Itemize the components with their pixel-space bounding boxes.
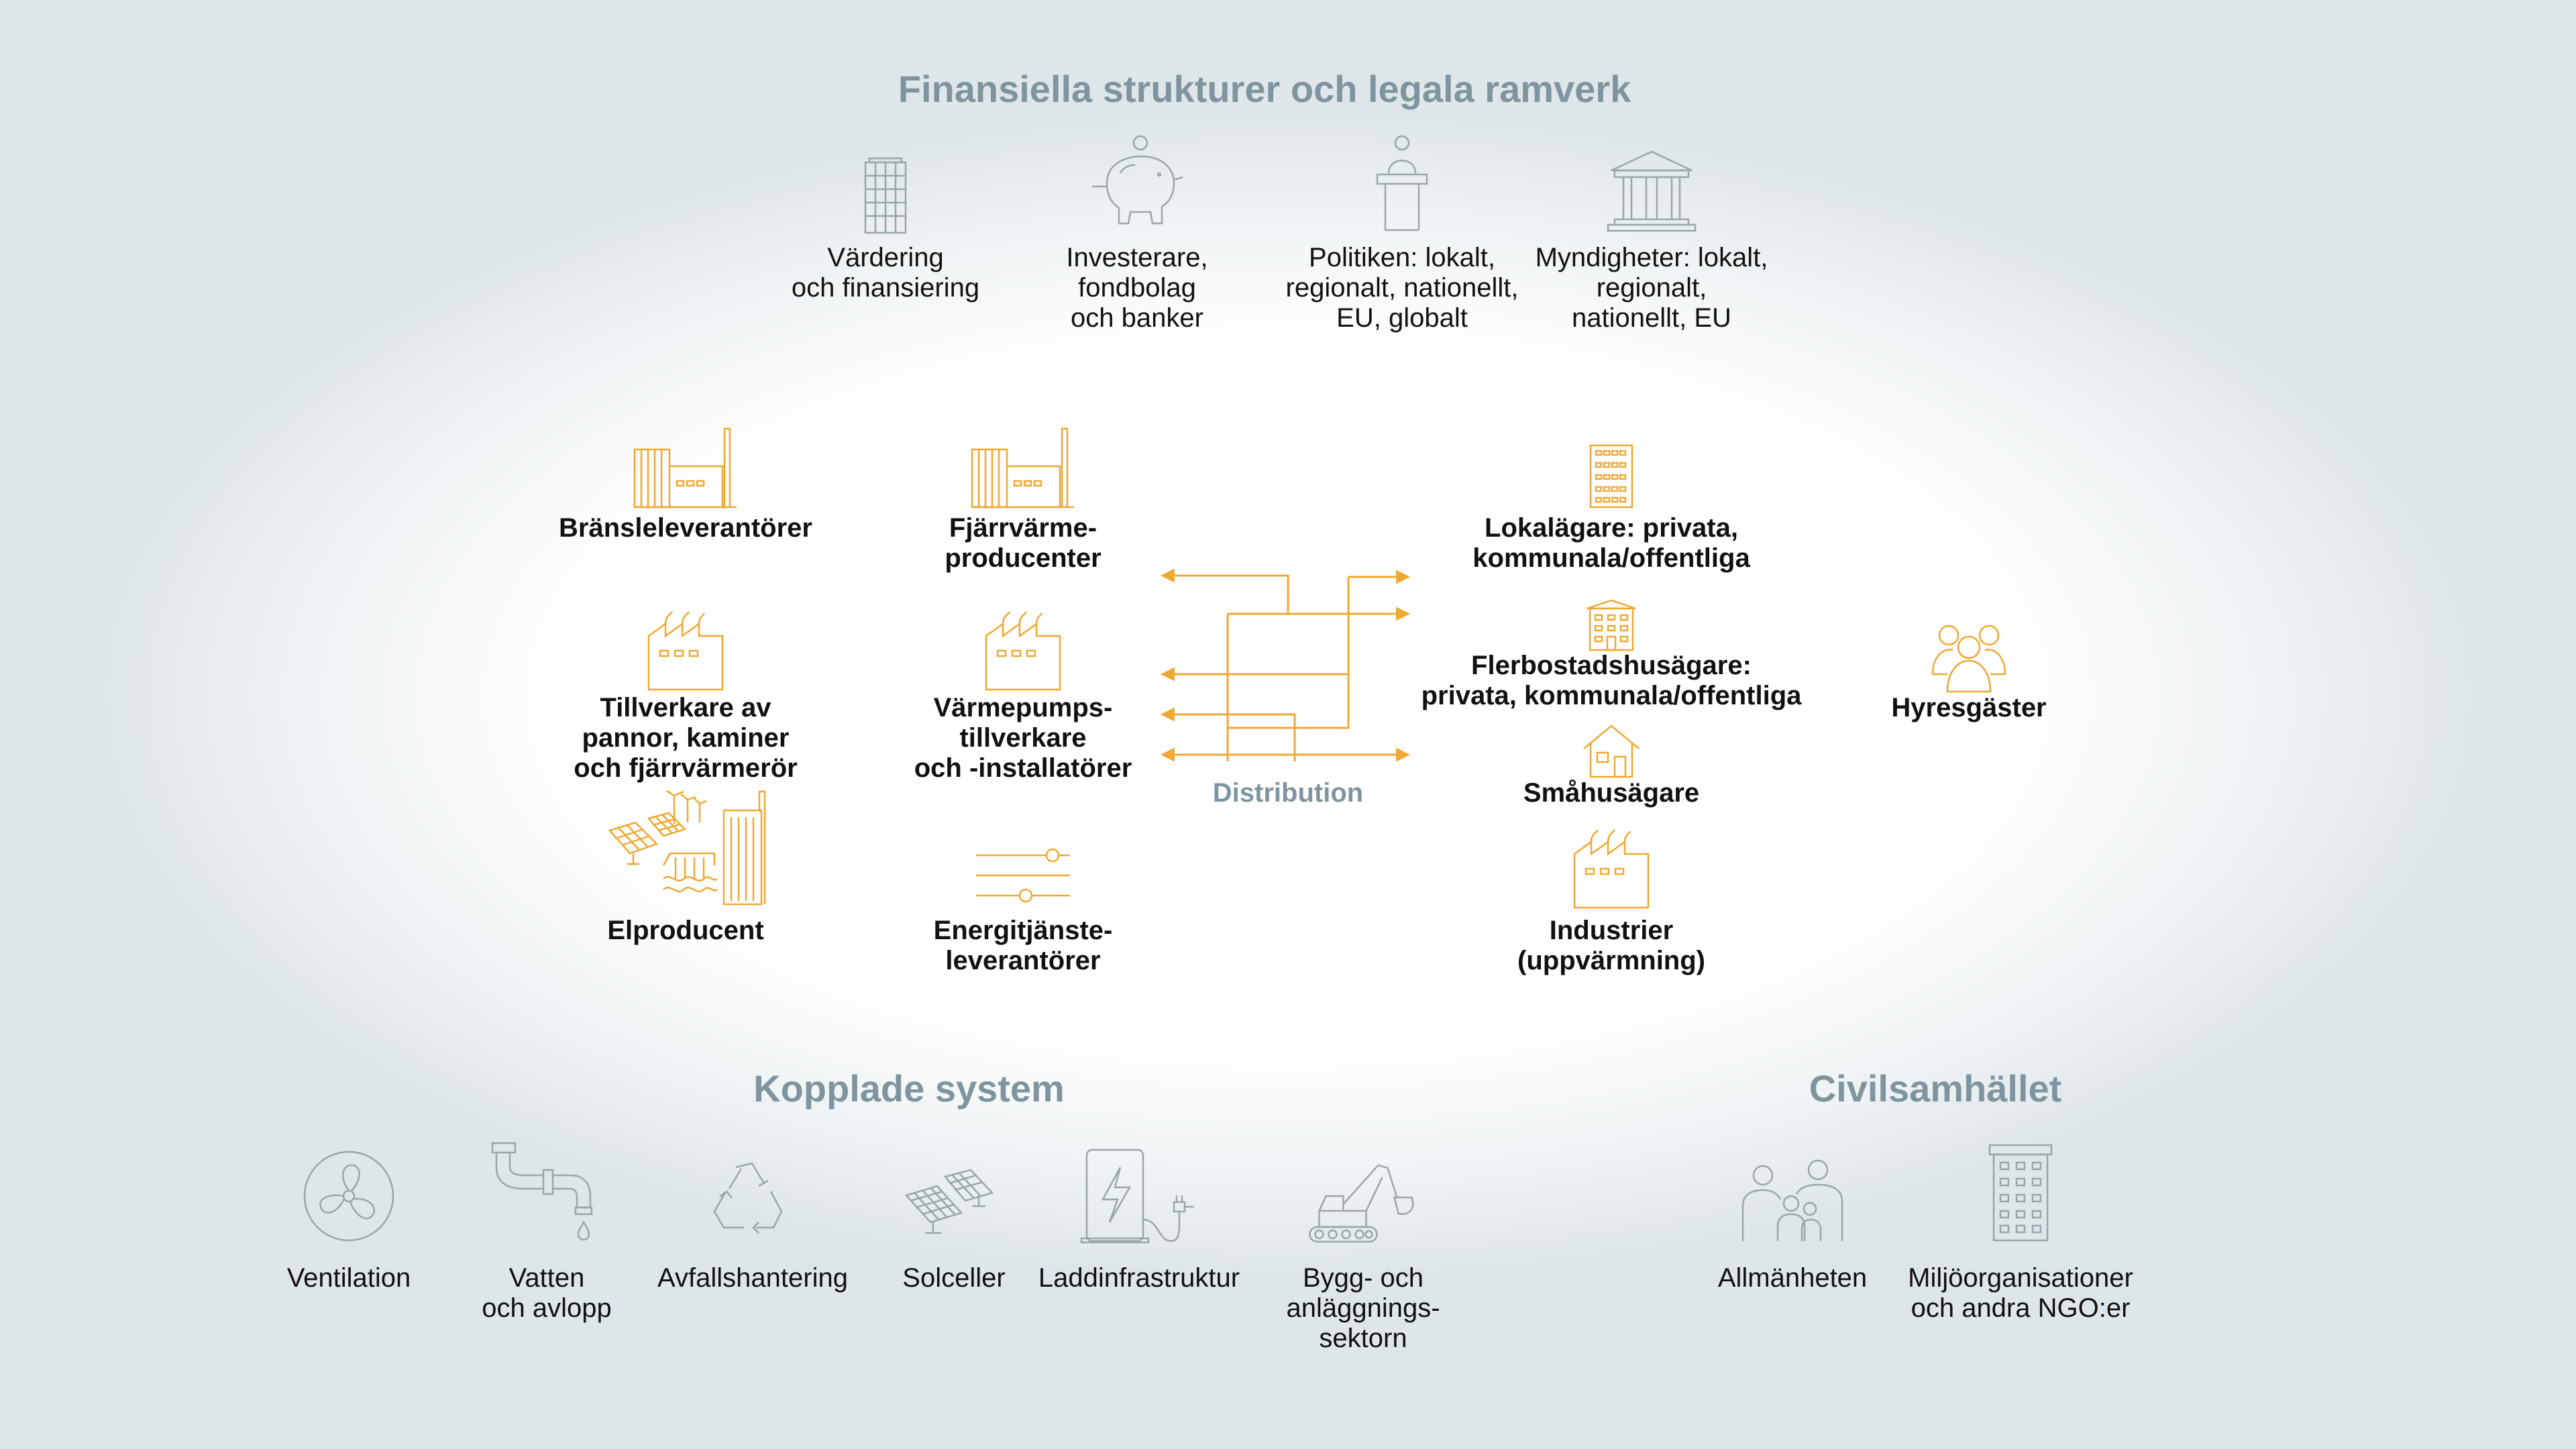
label-hyresgaster: Hyresgäster [1891,693,2047,722]
label-avfallshantering: Avfallshantering [657,1263,848,1293]
label-industrier: Industrier(uppvärmning) [1517,916,1705,975]
label-elproducent: Elproducent [607,916,764,945]
charging-station-icon [1079,1147,1199,1244]
apartment-building-icon [1585,599,1638,653]
office-building-icon [1987,1142,2054,1243]
water-pipe-icon [490,1140,604,1244]
factory-icon [645,609,726,693]
tall-building-icon [1588,443,1635,510]
label-lokalagare: Lokalägare: privata,kommunala/offentliga [1472,513,1750,573]
podium-speaker-icon [1372,133,1432,233]
label-laddinfrastruktur: Laddinfrastruktur [1038,1263,1240,1293]
ventilation-fan-icon [302,1149,396,1243]
people-group-icon [1929,621,2009,694]
label-smahusagare: Småhusägare [1523,778,1700,808]
label-myndigheter: Myndigheter: lokalt,regionalt,nationellt… [1535,243,1768,333]
heading-finance: Finansiella strukturer och legala ramver… [898,68,1631,110]
factory-chimney-icon [632,426,739,510]
sliders-icon [973,842,1073,909]
factory-chimney-icon [969,426,1077,510]
heading-coupled: Kopplade system [753,1067,1065,1110]
label-ventilation: Ventilation [286,1263,411,1293]
recycle-icon [709,1161,796,1241]
solar-panel-icon [904,1166,1004,1240]
power-generation-icon [602,790,769,908]
label-solceller: Solceller [902,1263,1006,1293]
factory-icon [983,609,1063,693]
family-icon [1739,1159,1846,1243]
excavator-icon [1305,1157,1422,1244]
label-politiken: Politiken: lokalt,regionalt, nationellt,… [1285,243,1519,333]
label-flerbostadshusagare: Flerbostadshusägare:privata, kommunala/o… [1421,651,1802,710]
distribution-arrows [1161,568,1411,762]
government-building-icon [1605,149,1699,233]
office-building-icon [859,156,912,236]
factory-icon [1571,827,1652,911]
piggy-bank-icon [1087,133,1187,233]
label-allmanheten: Allmänheten [1717,1263,1868,1293]
label-fjarrvarmeproducenter: Fjärrvärme-producenter [945,513,1102,573]
house-icon [1581,723,1642,780]
heading-civil: Civilsamhället [1809,1067,2062,1110]
label-distribution: Distribution [1212,778,1364,808]
label-bransleleverantorer: Bränsleleverantörer [559,513,812,543]
label-energitjansteleverantorer: Energitjänste-leverantörer [933,916,1113,975]
